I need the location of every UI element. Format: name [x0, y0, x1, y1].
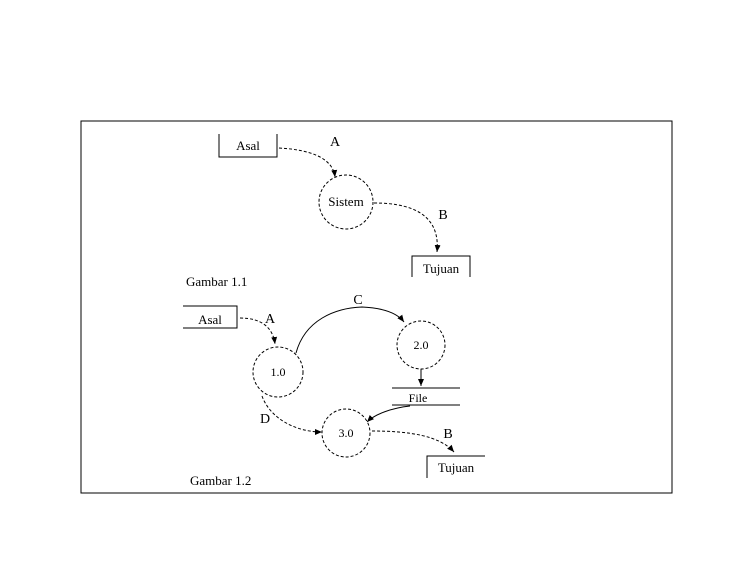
flow-a-arrow-2 [239, 317, 278, 345]
source-entity-asal-2: Asal [183, 305, 238, 329]
flow-a-label: A [330, 135, 341, 150]
flow-b-arrow [373, 202, 441, 253]
destination-entity-label: Tujuan [423, 261, 460, 276]
diagram-frame [80, 120, 673, 494]
process-3-0: 3.0 [321, 408, 371, 458]
process-sistem: Sistem [318, 174, 374, 230]
figure-2-caption: Gambar 1.2 [190, 473, 251, 488]
data-store-label: File [409, 391, 428, 405]
flow-c-label: C [353, 293, 362, 308]
flow-b-label-2: B [443, 427, 452, 442]
figure-1-2: Asal A 1.0 C 2.0 File D [183, 293, 485, 488]
figure-1-caption: Gambar 1.1 [186, 274, 247, 289]
flow-file-to-3-arrow [366, 405, 411, 423]
flow-b-label: B [438, 208, 447, 223]
process-2-label: 2.0 [414, 338, 429, 352]
destination-entity-label-2: Tujuan [438, 460, 475, 475]
process-2-0: 2.0 [396, 320, 446, 370]
destination-entity-tujuan: Tujuan [411, 255, 471, 277]
process-1-0: 1.0 [252, 346, 304, 398]
process-1-label: 1.0 [271, 365, 286, 379]
destination-entity-tujuan-2: Tujuan [426, 455, 485, 478]
data-store-file: File [392, 387, 460, 406]
process-label: Sistem [328, 194, 363, 209]
flow-c-arrow [295, 306, 405, 354]
flow-a-label-2: A [265, 312, 276, 327]
process-3-label: 3.0 [339, 426, 354, 440]
flow-d-label: D [260, 412, 270, 427]
flow-d-arrow [261, 395, 323, 435]
source-entity-asal: Asal [218, 134, 278, 158]
flow-b-arrow-2 [371, 430, 455, 453]
source-entity-label: Asal [236, 138, 260, 153]
source-entity-label-2: Asal [198, 312, 222, 327]
flow-a-arrow [278, 147, 338, 178]
figure-1-1: Asal A Sistem B Tujuan Gambar 1.1 [186, 134, 471, 289]
